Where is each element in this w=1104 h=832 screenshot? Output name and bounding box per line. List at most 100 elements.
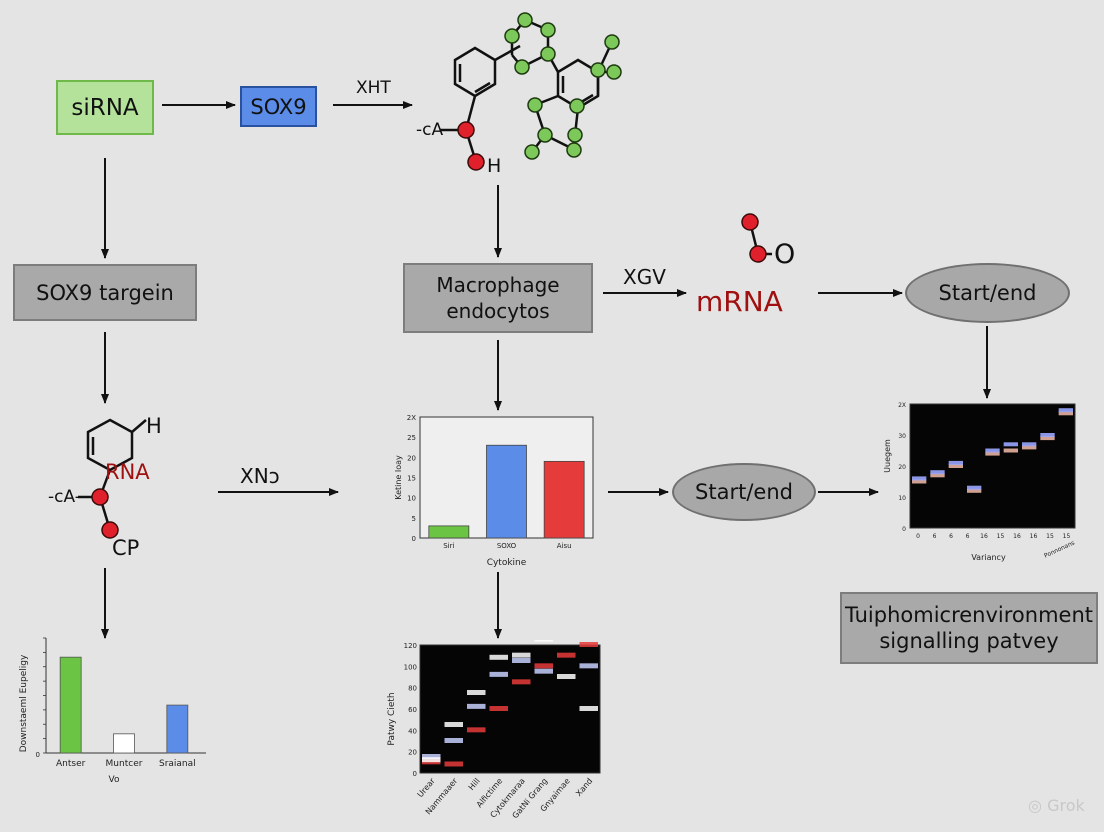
heat-mark [1058,408,1073,413]
sox9-label: SOX9 [250,94,307,119]
heat-mark [467,703,486,709]
macrophage-node[interactable]: Macrophage endocytos [403,263,593,333]
start-end-node-middle[interactable]: Start/end [672,463,816,521]
bar [166,704,189,754]
y-axis-label: Ketine Ioay [394,455,403,500]
y-tick-label: 0 [36,751,40,759]
heat-mark [422,757,441,763]
x-tick-label: 16 [1013,533,1021,540]
sox9-targeting-node[interactable]: SOX9 targein [13,264,197,321]
edge-label-xgv: XGV [623,265,666,289]
heat-mark [422,754,441,759]
y-tick-label: 0 [902,526,906,533]
rna-label-molecule: RNA [105,460,150,484]
heat-mark [579,642,598,647]
y-tick-label: 120 [404,642,417,650]
bar [543,460,585,539]
y-tick-label: 30 [898,433,906,440]
heat-mark [930,470,945,475]
h-label-left: H [146,414,162,438]
heat-mark [1040,433,1055,437]
grok-watermark: ◎ Grok [1028,796,1085,815]
x-tick-label: 6 [933,533,937,540]
mrna-label: mRNA [696,285,783,318]
microenvironment-node[interactable]: Tuiphomicrenvironment signalling patvey [840,592,1098,664]
y-tick-label: 0 [412,535,416,543]
y-tick-label: 5 [412,515,416,523]
heat-mark [557,652,576,658]
heat-mark [444,722,463,727]
heat-mark [557,674,576,679]
x-tick-label: 6 [966,533,970,540]
heat-mark [534,668,553,674]
sox9-node[interactable]: SOX9 [240,86,317,127]
x-tick-label: Hill [467,777,482,793]
y-axis-label: Downstaeml Eupeligy [19,654,29,752]
bar [428,525,470,539]
heat-mark [489,654,508,660]
y-tick-label: 40 [408,727,417,735]
heat-mark [512,658,531,663]
y-tick-label: 0 [413,770,417,778]
y-axis-label: Uuegem [883,439,892,473]
y-tick-label: 10 [898,495,906,502]
top-molecule [440,12,622,171]
heat-mark [467,727,486,733]
x-tick-label: Siri [443,542,454,550]
bar [59,656,82,754]
edge-label-xnj: XNↄ [240,464,280,488]
heat-mark [967,485,982,490]
heat-mark [930,473,945,478]
heat-mark [1022,442,1037,447]
x-tick-label: 15 [1063,533,1071,540]
heat-mark [1058,411,1073,416]
y-tick-label: 10 [407,495,416,503]
plot-area [419,644,601,774]
y-tick-label: 80 [408,685,417,693]
y-tick-label: 100 [404,663,417,671]
y-tick-label: 20 [408,749,417,757]
x-tick-label: Muntcer [106,759,143,769]
x-tick-label: 15 [997,533,1005,540]
bar [486,444,527,539]
bar [113,733,135,754]
heat-mark [444,761,463,767]
start-end-node-top[interactable]: Start/end [905,263,1070,323]
sirna-node[interactable]: siRNA [56,80,154,135]
heat-mark [985,451,1000,456]
heat-mark [444,738,463,743]
grok-watermark-text: Grok [1047,796,1085,815]
x-tick-label: Urear [416,776,438,799]
heat-mark [534,640,553,642]
macrophage-label: Macrophage endocytos [436,273,560,323]
y-tick-label: 60 [408,706,417,714]
x-tick-label: Aisu [557,542,572,550]
heat-mark [1003,448,1018,453]
x-axis-label: Vo [109,775,120,785]
heat-mark [948,460,963,465]
x-tick-label: 15 [1046,533,1054,540]
ca-label-top: -cA- [416,120,449,140]
y-tick-label: 20 [898,464,906,471]
heat-mark [1040,436,1055,441]
x-axis-label: Variancy [971,553,1006,562]
heat-mark [534,663,553,669]
x-tick-label: 16 [980,533,988,540]
ca-label-left: -cA- [48,487,81,507]
heat-mark [512,652,531,658]
heat-mark [948,464,963,468]
x-tick-label: 16 [1030,533,1038,540]
x-axis-label: Cytokine [487,558,527,568]
y-tick-label: 2X [407,414,416,422]
y-tick-label: 2X [898,402,906,409]
y-tick-label: 25 [407,434,416,442]
heat-mark [489,671,508,677]
edge-label-xht: XHT [356,78,391,98]
heat-mark [1003,442,1018,447]
y-tick-label: 20 [407,454,416,462]
